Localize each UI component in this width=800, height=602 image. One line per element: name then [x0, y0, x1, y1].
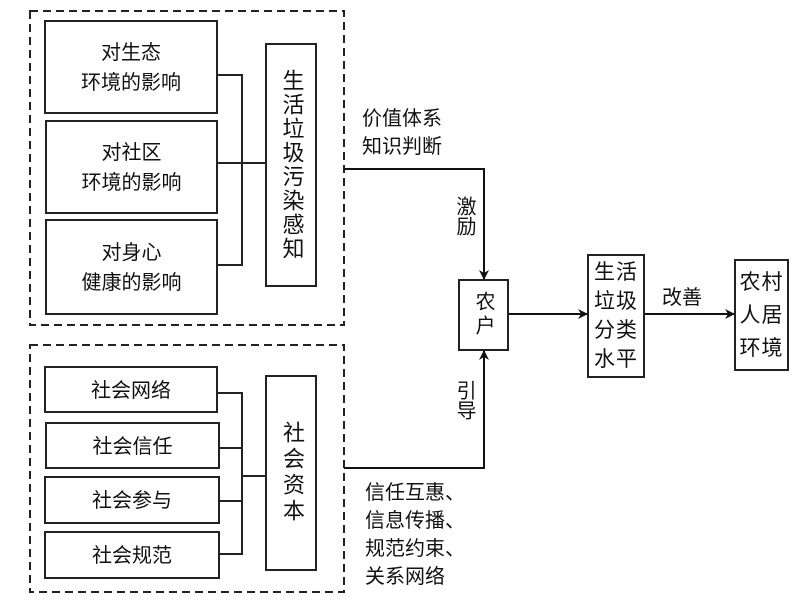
social-capital-label: 社会资本	[279, 421, 304, 525]
capital-path-label: 信任互惠、 信息传播、 规范约束、 关系网络	[365, 480, 465, 588]
classification-node: 生活 垃圾 分类 水平	[587, 254, 645, 378]
capital-item-norms: 社会规范	[44, 531, 220, 579]
guidance-label: 引导	[453, 380, 477, 420]
farmer-label: 农户	[472, 291, 496, 339]
pollution-item-ecology: 对生态 环境的影响	[44, 20, 218, 114]
social-capital-node: 社会资本	[265, 375, 317, 571]
capital-bracket	[217, 392, 266, 555]
rural-environment-label: 农村 人居 环境	[739, 269, 784, 360]
incentive-arrow	[344, 168, 489, 280]
pollution-item-label: 对社区 环境的影响	[81, 140, 182, 194]
incentive-label: 激励	[453, 196, 477, 236]
pollution-perception-label: 生活垃圾污染感知	[278, 69, 304, 261]
capital-item-participation: 社会参与	[44, 476, 220, 524]
improve-label: 改善	[662, 285, 702, 309]
capital-item-network: 社会网络	[44, 366, 218, 413]
pollution-item-community: 对社区 环境的影响	[45, 120, 218, 214]
pollution-path-label: 价值体系 知识判断	[362, 106, 442, 158]
pollution-bracket	[217, 74, 266, 266]
guidance-arrow	[344, 350, 489, 469]
capital-group-frame	[29, 344, 345, 593]
capital-item-label: 社会信任	[92, 433, 173, 458]
capital-item-label: 社会网络	[91, 377, 171, 402]
pollution-perception-node: 生活垃圾污染感知	[265, 43, 317, 287]
classification-label: 生活 垃圾 分类 水平	[594, 260, 638, 371]
pollution-item-label: 对身心 健康的影响	[81, 240, 182, 294]
pollution-item-health: 对身心 健康的影响	[45, 219, 218, 315]
farmer-node: 农户	[458, 279, 509, 351]
rural-environment-node: 农村 人居 环境	[734, 259, 789, 371]
capital-item-trust: 社会信任	[45, 422, 220, 469]
pollution-item-label: 对生态 环境的影响	[81, 40, 181, 94]
capital-item-label: 社会参与	[92, 488, 172, 512]
capital-item-label: 社会规范	[92, 543, 172, 567]
